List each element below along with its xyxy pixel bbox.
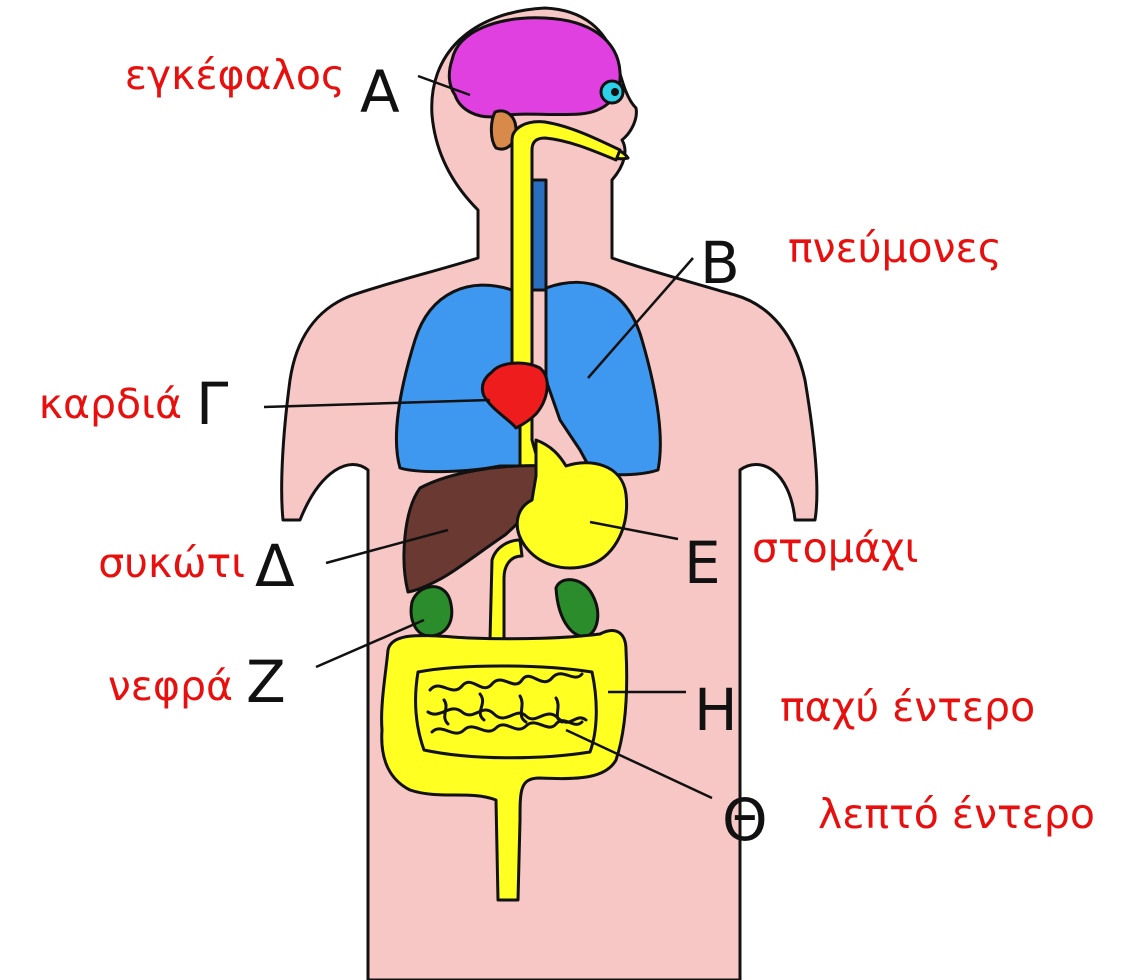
- airway: [532, 180, 546, 290]
- label-name-e: στομάχι: [752, 524, 918, 572]
- label-name-z: νεφρά: [108, 662, 233, 710]
- label-letter-th: Θ: [722, 786, 768, 854]
- label-name-b: πνεύμονες: [788, 224, 1002, 272]
- label-letter-z: Ζ: [246, 648, 286, 716]
- label-letter-a: Α: [360, 58, 400, 126]
- label-name-th: λεπτό έντερο: [818, 790, 1095, 838]
- label-letter-h: Η: [694, 676, 738, 744]
- label-letter-b: Β: [700, 229, 740, 297]
- eye-pupil: [611, 88, 619, 96]
- label-letter-e: Ε: [684, 529, 721, 597]
- label-name-d: συκώτι: [98, 539, 245, 587]
- label-letter-g: Γ: [196, 370, 228, 438]
- label-name-a: εγκέφαλος: [125, 51, 345, 99]
- label-name-h: παχύ έντερο: [780, 683, 1035, 731]
- brain: [449, 18, 620, 117]
- left-kidney: [411, 587, 452, 637]
- label-letter-d: Δ: [255, 532, 295, 600]
- label-name-g: καρδιά: [39, 380, 182, 428]
